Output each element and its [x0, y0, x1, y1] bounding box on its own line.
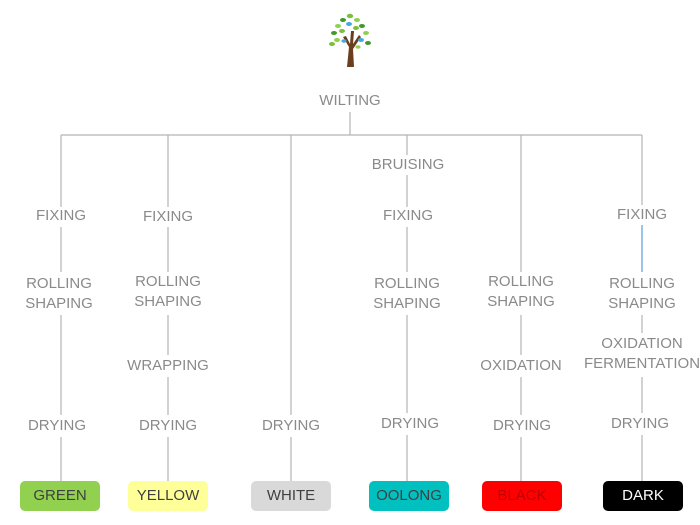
yellow-step-drying: DRYING [138, 417, 198, 434]
yellow-result-box: YELLOW [128, 481, 208, 511]
oolong-step-rolling-shaping: ROLLING SHAPING [373, 275, 441, 312]
black-step-drying: DRYING [492, 417, 552, 434]
oolong-step-fixing: FIXING [382, 207, 434, 224]
oolong-step-drying: DRYING [380, 415, 440, 432]
yellow-step-wrapping: WRAPPING [127, 357, 209, 374]
oolong-result-box: OOLONG [369, 481, 449, 511]
green-step-fixing: FIXING [35, 207, 87, 224]
dark-step-rolling-shaping: ROLLING SHAPING [608, 275, 676, 312]
green-step-rolling-shaping: ROLLING SHAPING [25, 275, 93, 312]
yellow-step-fixing: FIXING [142, 208, 194, 225]
yellow-step-rolling-shaping: ROLLING SHAPING [134, 273, 202, 310]
black-step-rolling-shaping: ROLLING SHAPING [487, 273, 555, 310]
dark-step-fixing: FIXING [616, 206, 668, 223]
white-result-box: WHITE [251, 481, 331, 511]
black-step-oxidation: OXIDATION [480, 357, 562, 374]
dark-step-oxidation-fermentation: OXIDATION FERMENTATION [583, 335, 700, 372]
root-label: WILTING [319, 92, 381, 109]
dark-step-drying: DRYING [610, 415, 670, 432]
green-result-box: GREEN [20, 481, 100, 511]
tree-icon [329, 13, 371, 67]
black-result-box: BLACK [482, 481, 562, 511]
oolong-step-bruising: BRUISING [371, 156, 445, 173]
dark-result-box: DARK [603, 481, 683, 511]
white-step-drying: DRYING [261, 417, 321, 434]
green-step-drying: DRYING [27, 417, 87, 434]
